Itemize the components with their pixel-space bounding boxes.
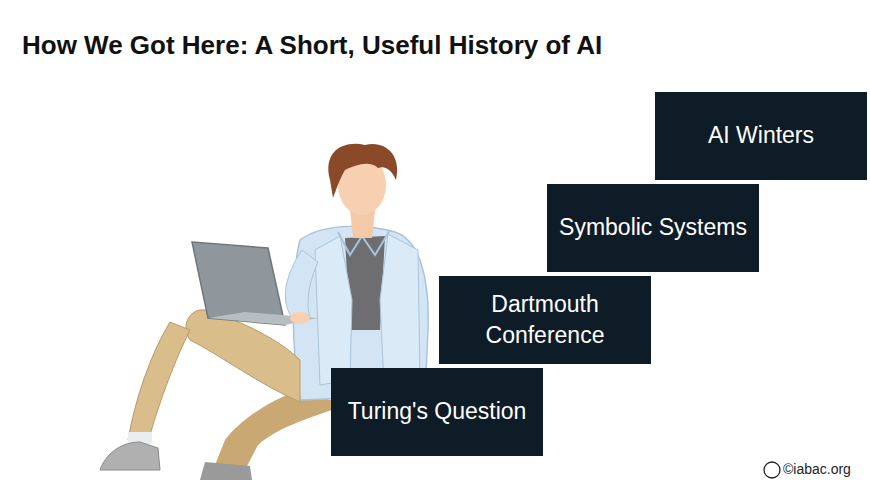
step-label: AI Winters (708, 120, 814, 151)
step-box: Turing's Question (331, 368, 543, 456)
watermark: ©iabac.org (783, 461, 851, 477)
step-box: AI Winters (655, 92, 867, 180)
step-box: Dartmouth Conference (439, 276, 651, 364)
step-label: Turing's Question (348, 396, 527, 427)
step-label: Dartmouth Conference (451, 289, 639, 351)
step-label: Symbolic Systems (559, 212, 747, 243)
step-box: Symbolic Systems (547, 184, 759, 272)
copyright-mark (764, 462, 780, 478)
title: How We Got Here: A Short, Useful History… (22, 30, 602, 61)
